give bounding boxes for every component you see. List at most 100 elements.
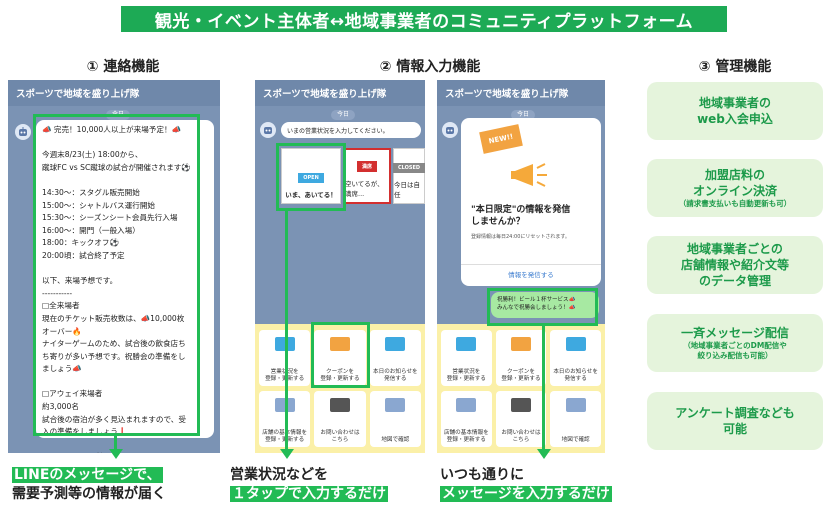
menu-button-label: お問い合わせは こちら [320,430,360,443]
menu-button[interactable]: 店舗の基本情報を 登録・更新する [441,391,492,447]
message-line: 入の準備をしましょう❗ [42,427,128,437]
new-badge: NEW!! [479,124,523,154]
menu-button[interactable]: 本日のお知らせを 発信する [369,330,421,386]
mgmt-card-main: 地域事業者の web入会申込 [697,96,773,126]
message-line: 以下、来場予想です。 [42,276,118,286]
arrow-line [542,326,545,451]
menu-button[interactable]: 営業状況を 登録・更新する [441,330,492,386]
menu-button-label: 本日のお知らせを 発信する [373,369,418,382]
tile-label: いま、あいてる！ [285,191,337,199]
closed-sign-icon: CLOSED [392,163,425,173]
caption-highlight: １タップで入力するだけ [230,486,388,502]
message-line: 現在のチケット販売枚数は、📣10,000枚 [42,313,185,323]
mgmt-card-broadcast: 一斉メッセージ配信 （地域事業者ごとのDM配信や 絞り込み配信も可能） [647,314,823,372]
message-line: □アウェイ来場者 [42,389,103,399]
message-line: ナイターゲームのため、試合後の飲食店ち [42,339,186,349]
menu-button[interactable]: 地図で確認 [550,391,601,447]
caption-line: いつも通りに [440,467,524,483]
menu-button[interactable]: 営業状況を 登録・更新する [259,330,311,386]
store-sign-icon [272,334,298,359]
caption-line: 需要予測等の情報が届く [12,486,166,502]
page-title: 観光・イベント主体者↔地域事業者のコミュニティプラットフォーム [121,6,727,32]
menu-button-label: 地図で確認 [561,437,590,443]
megaphone-icon [382,334,408,359]
phone-daily-message: スポーツで地域を盛り上げ隊 今日 NEW!! "本日限定"の情報を発信 しません… [437,80,605,453]
daily-info-card: NEW!! "本日限定"の情報を発信 しませんか？ 登録情報は毎日24:00にリ… [461,118,601,286]
coupon-icon [327,334,353,359]
status-tile-closed[interactable]: CLOSED 今日は自任 [392,148,425,204]
message-line: 約3,000名 [42,402,79,412]
robot-icon [264,127,272,134]
highlight-frame-reply [487,288,598,326]
menu-button[interactable]: 地図で確認 [369,391,421,447]
prompt-message: いまの営業状況を入力してください。 [281,122,421,138]
mgmt-card-main: 地域事業者ごとの 店舗情報や紹介文等 のデータ管理 [680,242,789,288]
store-sign-icon [453,334,479,359]
mgmt-card-main: 一斉メッセージ配信 [681,326,789,340]
message-line: 14:30～：スタグル販売開始 [42,187,140,197]
announcement-message: 📣 完売！10,000人以上が来場予定！📣 今週末8/23(土) 18:00から… [36,120,214,453]
card-title: "本日限定"の情報を発信 しませんか？ [471,205,571,227]
message-line: 15:30～：シーズンシート会員先行入場 [42,213,178,223]
arrow-down-icon [109,449,123,459]
caption-contact: LINEのメッセージで、 需要予測等の情報が届く [12,466,166,504]
menu-button[interactable]: お問い合わせは こちら [314,391,366,447]
reply-message: 祝勝利！ビール１杯サービス📣 みんなで祝勝会しましょう！📣 [491,292,599,318]
status-tile-open[interactable]: OPEN いま、あいてる！ [281,148,341,204]
date-chip: 今日 [511,110,536,120]
robot-icon [446,127,454,134]
message-line: □全来場者 [42,301,80,311]
phone-chat-contact: スポーツで地域を盛り上げ隊 今日 📣 完売！10,000人以上が来場予定！📣 今… [8,80,220,453]
megaphone-icon [563,334,589,359]
send-info-link[interactable]: 情報を発信する [461,264,601,279]
message-line: 16:00～：開門（一般入場） [42,225,140,235]
menu-button[interactable]: 本日のお知らせを 発信する [550,330,601,386]
menu-button[interactable]: クーポンを 登録・更新する [495,330,547,386]
caption-input: 営業状況などを １タップで入力するだけ [230,466,388,504]
message-line: 試合後の宿泊が多く見込まれますので、受 [42,414,186,424]
chat-header: スポーツで地域を盛り上げ隊 [8,80,220,106]
menu-button[interactable]: クーポンを 登録・更新する [314,330,366,386]
menu-button-label: 店舗の基本情報を 登録・更新する [262,430,307,444]
message-line: 📣 完売！10,000人以上が来場予定！📣 [42,125,182,134]
coupon-icon [508,334,534,359]
arrow-down-icon [537,449,551,459]
message-line: ち寄りが多い予想です。祝勝会の準備をし [42,351,186,361]
message-line: ましょう📣 [42,364,82,374]
message-line: 蹴球FC vs SC蹴球の試合が開催されます⚽ [42,162,191,172]
message-line: 今週末8/23(土) 18:00から、 [42,150,143,160]
mgmt-card-main: アンケート調査なども 可能 [675,406,795,436]
menu-button-label: 営業状況を 登録・更新する [265,369,304,383]
message-line: □シャトルバス利用者 [42,451,208,453]
message-line: オーバー🔥 [42,326,82,336]
tile-label: 空いてるが、満席... [345,180,384,198]
message-line: 20:00頃：試合終了予定 [42,250,125,260]
mgmt-card-main: 加盟店料の オンライン決済 [692,168,777,198]
open-sign-icon: OPEN [298,173,324,183]
card-note: 登録情報は毎日24:00にリセットされます。 [471,234,570,240]
arrow-down-icon [280,449,294,459]
menu-button-label: お問い合わせは こちら [501,430,541,443]
mgmt-card-online-payment: 加盟店料の オンライン決済 （請求書支払いも自動更新も可） [647,159,823,217]
menu-button-label: 地図で確認 [381,437,410,443]
menu-button[interactable]: 店舗の基本情報を 登録・更新する [259,391,311,447]
menu-button[interactable]: お問い合わせは こちら [495,391,547,447]
caption-message: いつも通りに メッセージを入力するだけ [440,466,612,504]
bot-avatar [260,122,276,138]
phone-status-input: スポーツで地域を盛り上げ隊 今日 いまの営業状況を入力してください。 OPEN … [255,80,425,453]
chat-header: スポーツで地域を盛り上げ隊 [437,80,605,106]
caption-line: 営業状況などを [230,467,328,483]
tile-label: 今日は自任 [394,181,420,199]
chat-header: スポーツで地域を盛り上げ隊 [255,80,425,106]
map-icon [563,395,589,420]
status-tile-full[interactable]: 満席 空いてるが、満席... [343,148,391,204]
clipboard-icon [453,395,479,420]
highlight-frame-message [33,114,200,436]
message-line [42,439,208,452]
caption-highlight: メッセージを入力するだけ [440,486,612,502]
arrow-line [285,211,288,451]
highlight-frame-open-tile [276,143,346,211]
map-icon [382,395,408,420]
menu-button-label: 店舗の基本情報を 登録・更新する [443,430,489,443]
